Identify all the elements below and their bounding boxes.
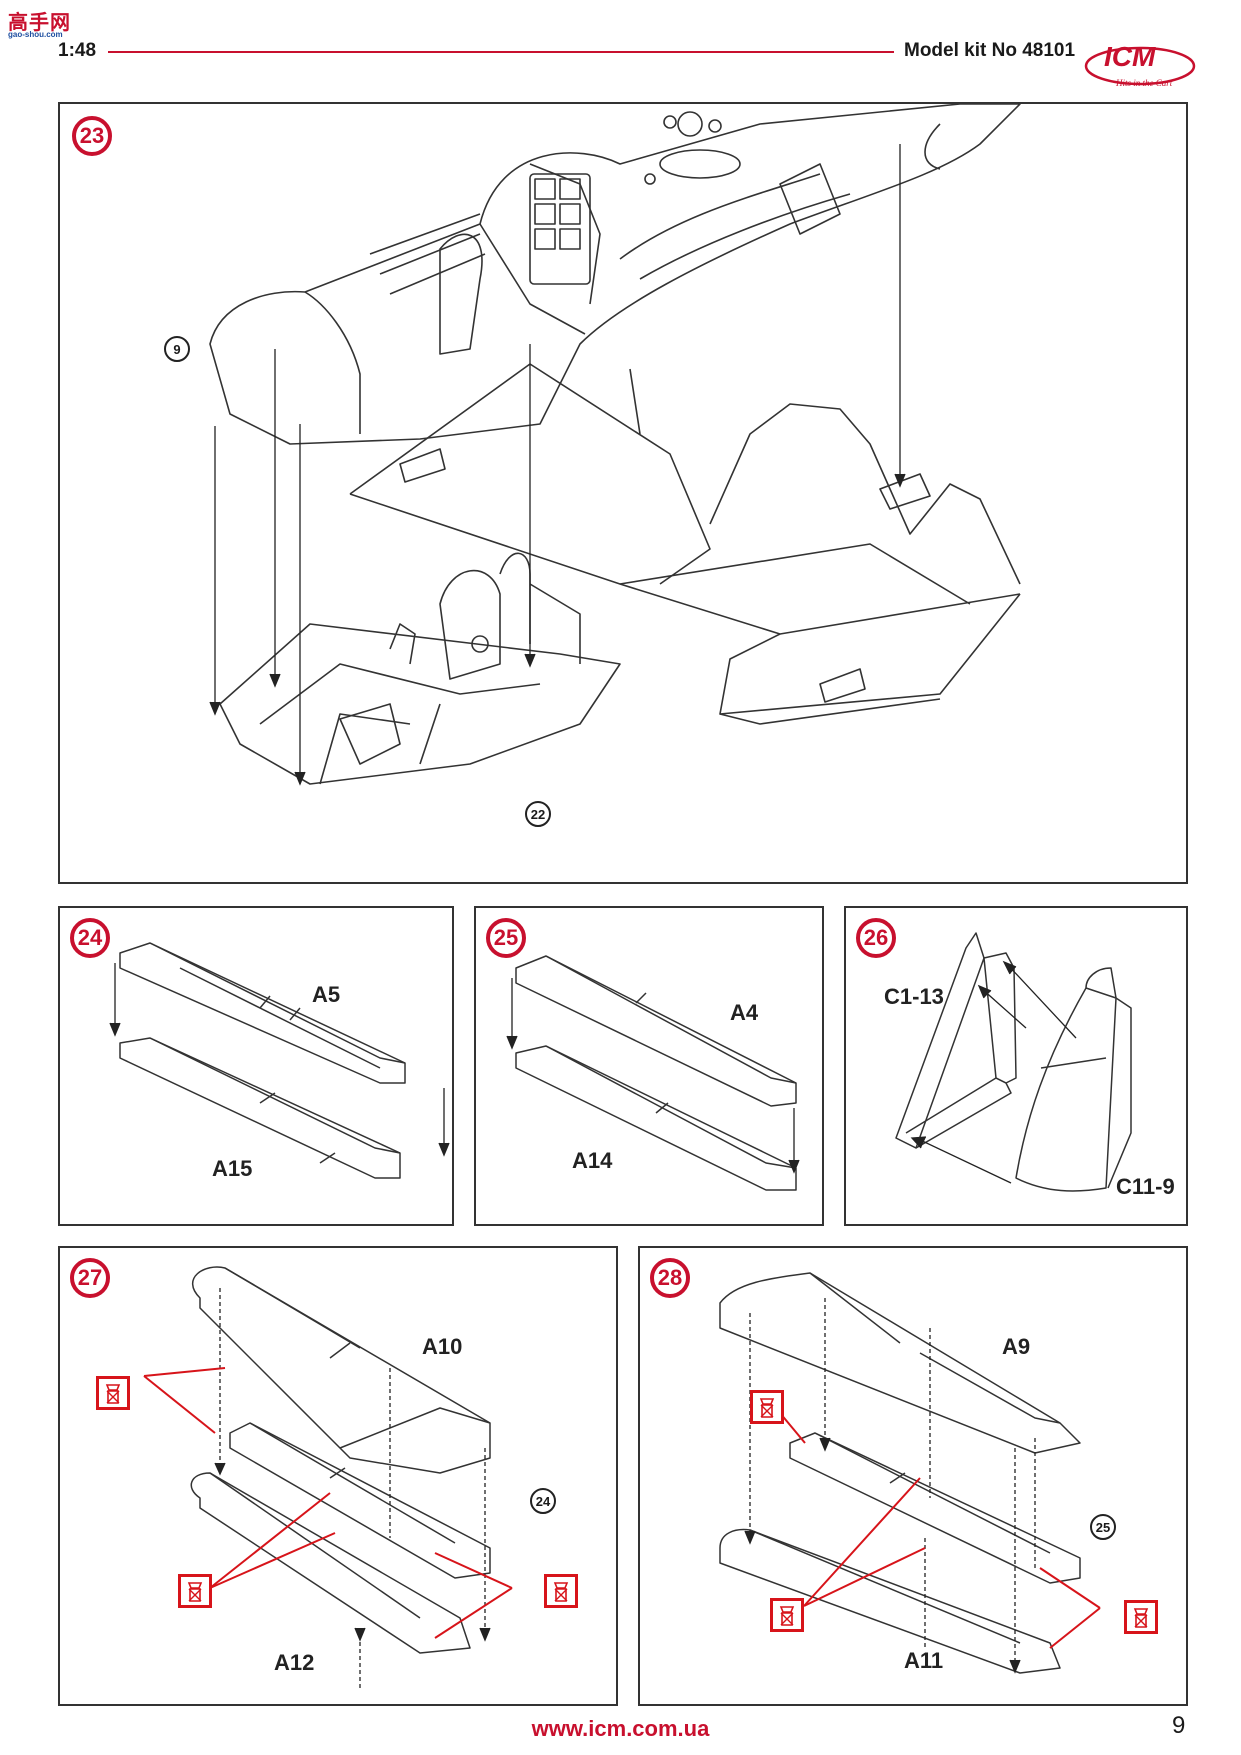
ref-9: 9 xyxy=(164,336,190,362)
step-24-panel: 24 A5 A15 xyxy=(58,906,454,1226)
icm-logo: ICM Hits in the Cart xyxy=(1082,36,1198,92)
step-28-panel: 28 A9 A11 25 xyxy=(638,1246,1188,1706)
part-c1-13: C1-13 xyxy=(884,984,944,1009)
kit-number: Model kit No 48101 xyxy=(904,40,1076,61)
logo-text: ICM xyxy=(1104,41,1156,72)
part-a4: A4 xyxy=(730,1000,759,1025)
flap-a5-diagram xyxy=(109,942,450,1179)
glue-icon xyxy=(178,1574,212,1608)
step-27-badge: 27 xyxy=(70,1258,110,1298)
step-25-panel: 25 A4 A14 xyxy=(474,906,824,1226)
glue-icon xyxy=(96,1376,130,1410)
step-23-panel: 23 9 22 xyxy=(58,102,1188,884)
fuselage-cockpit-diagram xyxy=(209,104,1021,786)
glue-icon xyxy=(770,1598,804,1632)
glue-icon xyxy=(750,1390,784,1424)
wing-left-diagram xyxy=(143,1266,513,1688)
canopy-frame-diagram xyxy=(895,932,1132,1192)
part-a9: A9 xyxy=(1002,1334,1031,1359)
part-c11-9: C11-9 xyxy=(1116,1174,1175,1199)
part-a5: A5 xyxy=(312,982,341,1007)
glue-icon xyxy=(544,1574,578,1608)
part-a11: A11 xyxy=(904,1648,944,1673)
flap-a4-diagram xyxy=(506,955,800,1191)
part-a12: A12 xyxy=(274,1650,315,1675)
step-27-panel: 27 A10 A12 24 xyxy=(58,1246,618,1706)
wing-right-diagram xyxy=(719,1272,1101,1674)
scale-label: 1:48 xyxy=(58,40,97,61)
step-28-badge: 28 xyxy=(650,1258,690,1298)
glue-icon xyxy=(1124,1600,1158,1634)
watermark-logo: 高手网 xyxy=(8,12,71,34)
footer-url[interactable]: www.icm.com.ua xyxy=(531,1716,710,1741)
step-23-badge: 23 xyxy=(72,116,112,156)
ref-25: 25 xyxy=(1090,1514,1116,1540)
page-number: 9 xyxy=(1172,1712,1186,1739)
header-rule xyxy=(108,51,894,53)
logo-tagline: Hits in the Cart xyxy=(1115,78,1173,88)
step-24-badge: 24 xyxy=(70,918,110,958)
step-26-badge: 26 xyxy=(856,918,896,958)
ref-22: 22 xyxy=(525,801,551,827)
part-a14: A14 xyxy=(572,1148,613,1173)
ref-24: 24 xyxy=(530,1488,556,1514)
step-25-badge: 25 xyxy=(486,918,526,958)
part-a15: A15 xyxy=(212,1156,253,1181)
watermark-sub: gao-shou.com xyxy=(8,30,63,39)
part-a10: A10 xyxy=(422,1334,463,1359)
step-26-panel: 26 C1-13 C11-9 xyxy=(844,906,1188,1226)
